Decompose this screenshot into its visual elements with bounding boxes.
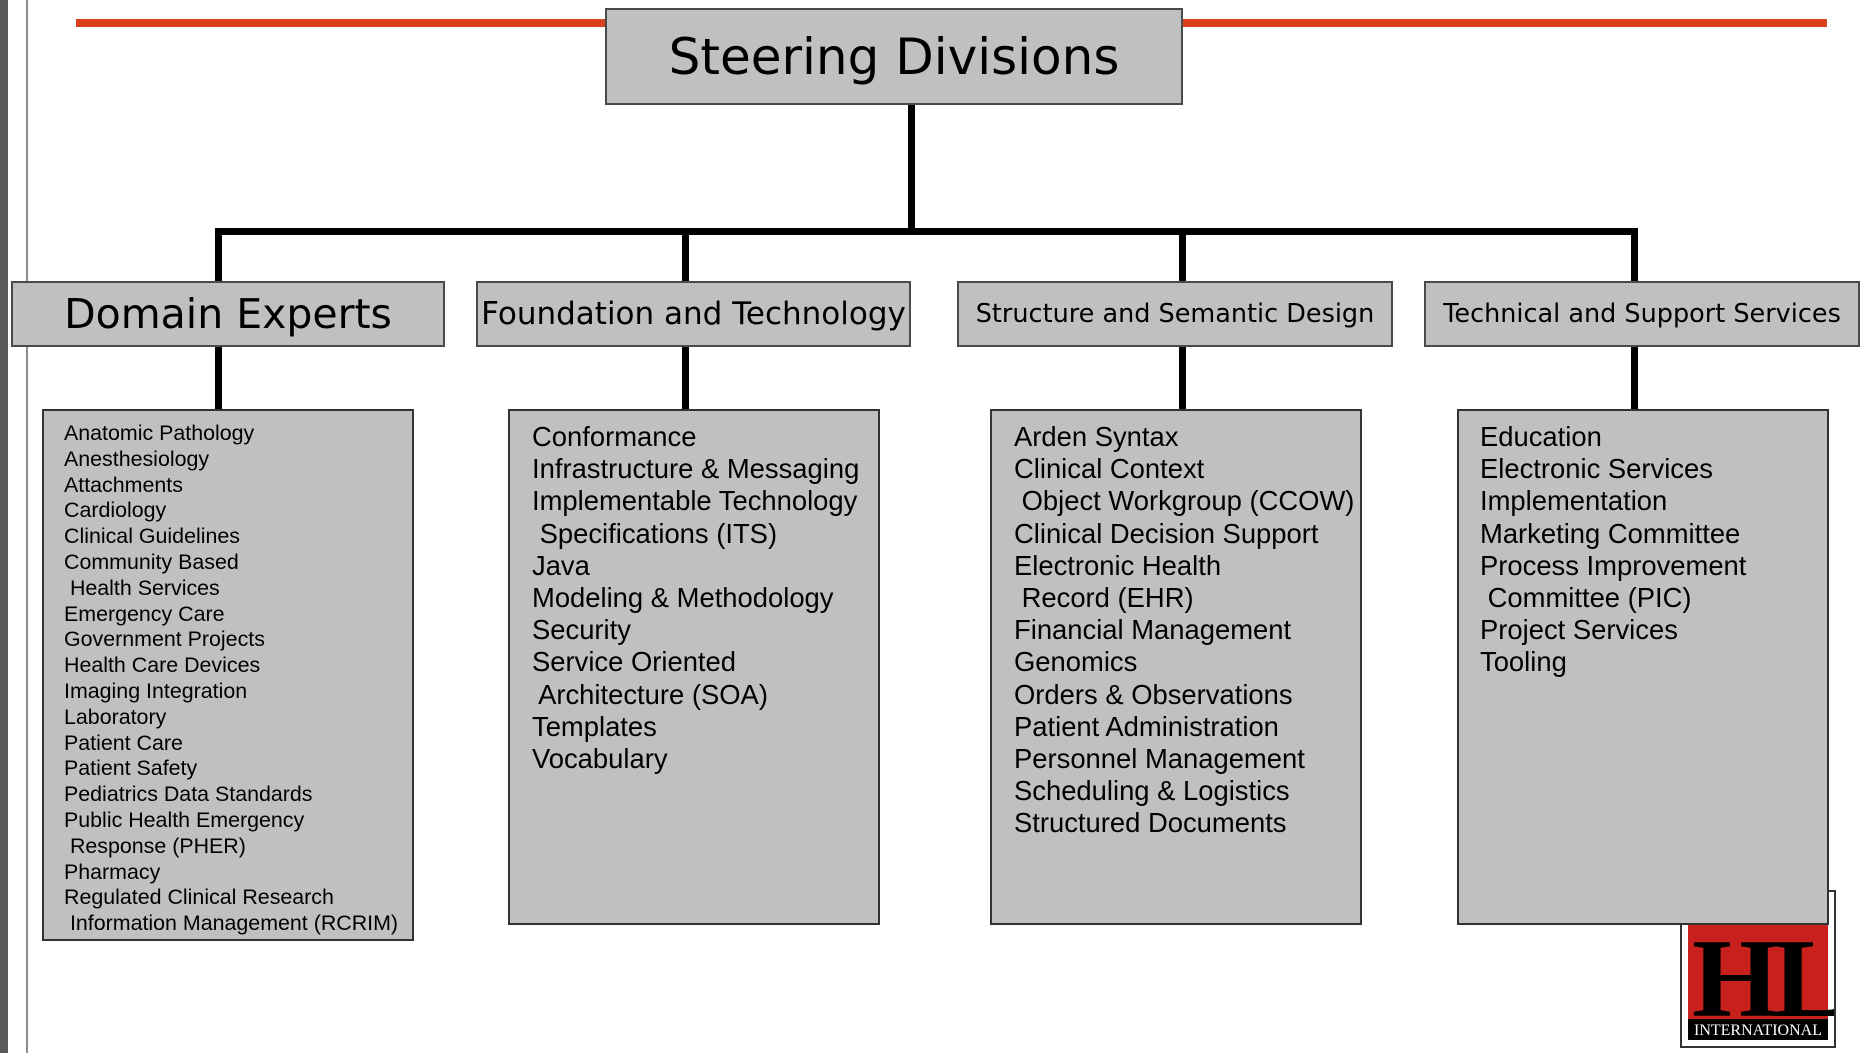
workgroup-item: Laboratory (64, 704, 167, 729)
workgroup-item: Community Based (64, 549, 239, 574)
workgroup-item: Clinical Decision Support (1014, 517, 1319, 549)
workgroup-item: Personnel Management (1014, 743, 1305, 775)
workgroup-item: Java (532, 549, 590, 581)
workgroup-item: Genomics (1014, 646, 1138, 678)
workgroup-item: Cardiology (64, 498, 167, 523)
workgroup-item: Marketing Committee (1480, 517, 1741, 549)
connector-foundation-list (682, 346, 689, 410)
workgroup-item: Response (PHER) (64, 833, 246, 858)
workgroup-item: Information Management (RCRIM) (64, 911, 399, 936)
connector-to-foundation (682, 228, 689, 282)
division-box-foundation-technology: Foundation and Technology (476, 281, 911, 347)
connector-root-down (908, 104, 915, 232)
division-title: Technical and Support Services (1443, 299, 1841, 329)
connector-to-technical (1631, 228, 1638, 282)
connector-domain-list (215, 346, 222, 410)
logo-text: INTERNATIONAL (1694, 1022, 1822, 1039)
workgroup-item: Regulated Clinical Research (64, 885, 334, 910)
connector-to-structure (1179, 228, 1186, 282)
workgroup-item: Record (EHR) (1014, 582, 1194, 614)
workgroup-item: Imaging Integration (64, 678, 248, 703)
workgroup-item: Structured Documents (1014, 807, 1287, 839)
workgroup-item: Conformance (532, 421, 697, 452)
workgroup-item: Implementation (1480, 485, 1668, 517)
header-rule-right (1182, 19, 1827, 27)
workgroup-item: Clinical Context (1014, 453, 1205, 485)
workgroup-item: Service Oriented (532, 646, 736, 678)
workgroup-item: Implementable Technology (532, 485, 858, 517)
workgroup-item: Electronic Services (1480, 453, 1713, 485)
workgroup-item: Attachments (64, 472, 183, 497)
workgroup-item: Infrastructure & Messaging (532, 453, 860, 485)
division-box-domain-experts: Domain Experts (11, 281, 445, 347)
left-border-bar (0, 0, 8, 1053)
workgroup-item: Health Services (64, 575, 220, 600)
workgroup-item: Committee (PIC) (1480, 582, 1692, 614)
root-box-steering-divisions: Steering Divisions (605, 8, 1183, 105)
workgroup-item: Architecture (SOA) (532, 678, 768, 710)
workgroup-item: Project Services (1480, 614, 1678, 646)
workgroup-item: Object Workgroup (CCOW) (1014, 485, 1355, 517)
workgroup-item: Electronic Health (1014, 549, 1222, 581)
workgroup-item: Government Projects (64, 627, 265, 652)
division-title: Structure and Semantic Design (975, 299, 1375, 329)
connector-to-domain-experts (215, 228, 222, 282)
workgroup-item: Process Improvement (1480, 549, 1747, 581)
left-border-line (26, 0, 28, 1053)
division-title: Foundation and Technology (481, 296, 906, 332)
header-rule-left (76, 19, 606, 27)
workgroup-item: Anesthesiology (64, 446, 210, 471)
division-title: Domain Experts (64, 290, 392, 338)
workgroup-item: Vocabulary (532, 743, 668, 775)
workgroup-item: Security (532, 614, 631, 646)
workgroup-item: Orders & Observations (1014, 678, 1293, 710)
workgroup-item: Financial Management (1014, 614, 1292, 646)
connector-structure-list (1179, 346, 1186, 410)
logo-banner (1688, 1019, 1828, 1040)
workgroup-item: Anatomic Pathology (64, 421, 255, 445)
connector-technical-list (1631, 346, 1638, 410)
workgroup-item: Emergency Care (64, 601, 225, 626)
workgroup-item: Tooling (1480, 646, 1567, 678)
division-box-structure-semantic-design: Structure and Semantic Design (957, 281, 1393, 347)
workgroup-item: Specifications (ITS) (532, 517, 778, 549)
workgroup-item: Arden Syntax (1014, 421, 1179, 452)
division-box-technical-support-services: Technical and Support Services (1424, 281, 1860, 347)
workgroup-item: Health Care Devices (64, 653, 261, 678)
root-title: Steering Divisions (668, 27, 1120, 86)
workgroup-item: Modeling & Methodology (532, 582, 834, 614)
workgroup-item: Templates (532, 710, 657, 742)
workgroup-item: Patient Safety (64, 756, 198, 781)
workgroup-item: Scheduling & Logistics (1014, 775, 1290, 807)
workgroup-item: Pediatrics Data Standards (64, 782, 313, 807)
workgroup-item: Patient Care (64, 730, 183, 755)
connector-horizontal-bus (215, 228, 1638, 235)
workgroup-item: Patient Administration (1014, 710, 1279, 742)
workgroup-item: Public Health Emergency (64, 807, 305, 832)
workgroup-item: Clinical Guidelines (64, 524, 240, 549)
workgroup-item: Pharmacy (64, 859, 161, 884)
workgroup-item: Education (1480, 421, 1602, 452)
